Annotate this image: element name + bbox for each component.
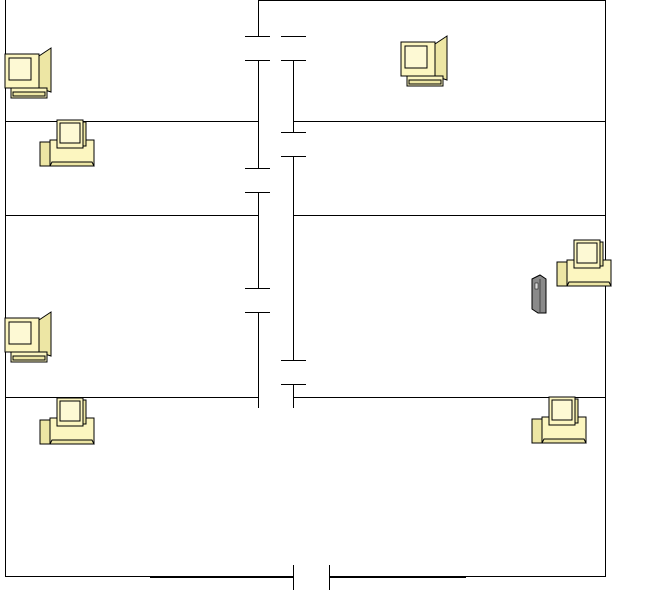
outer-walls	[5, 0, 606, 578]
desktop-computer-icon	[4, 47, 52, 99]
room-dividers	[5, 121, 605, 398]
desktop-computer-icon	[4, 311, 52, 363]
corridor-walls	[258, 0, 294, 408]
desktop-computer-icon	[400, 35, 448, 87]
desktop-computer-icon	[39, 119, 95, 167]
desktop-computer-icon	[39, 397, 95, 445]
main-entrance-door	[293, 565, 330, 590]
network-device-icon	[531, 274, 547, 314]
door-jambs	[245, 36, 306, 385]
desktop-computer-icon	[556, 239, 612, 287]
desktop-computer-icon	[531, 396, 587, 444]
